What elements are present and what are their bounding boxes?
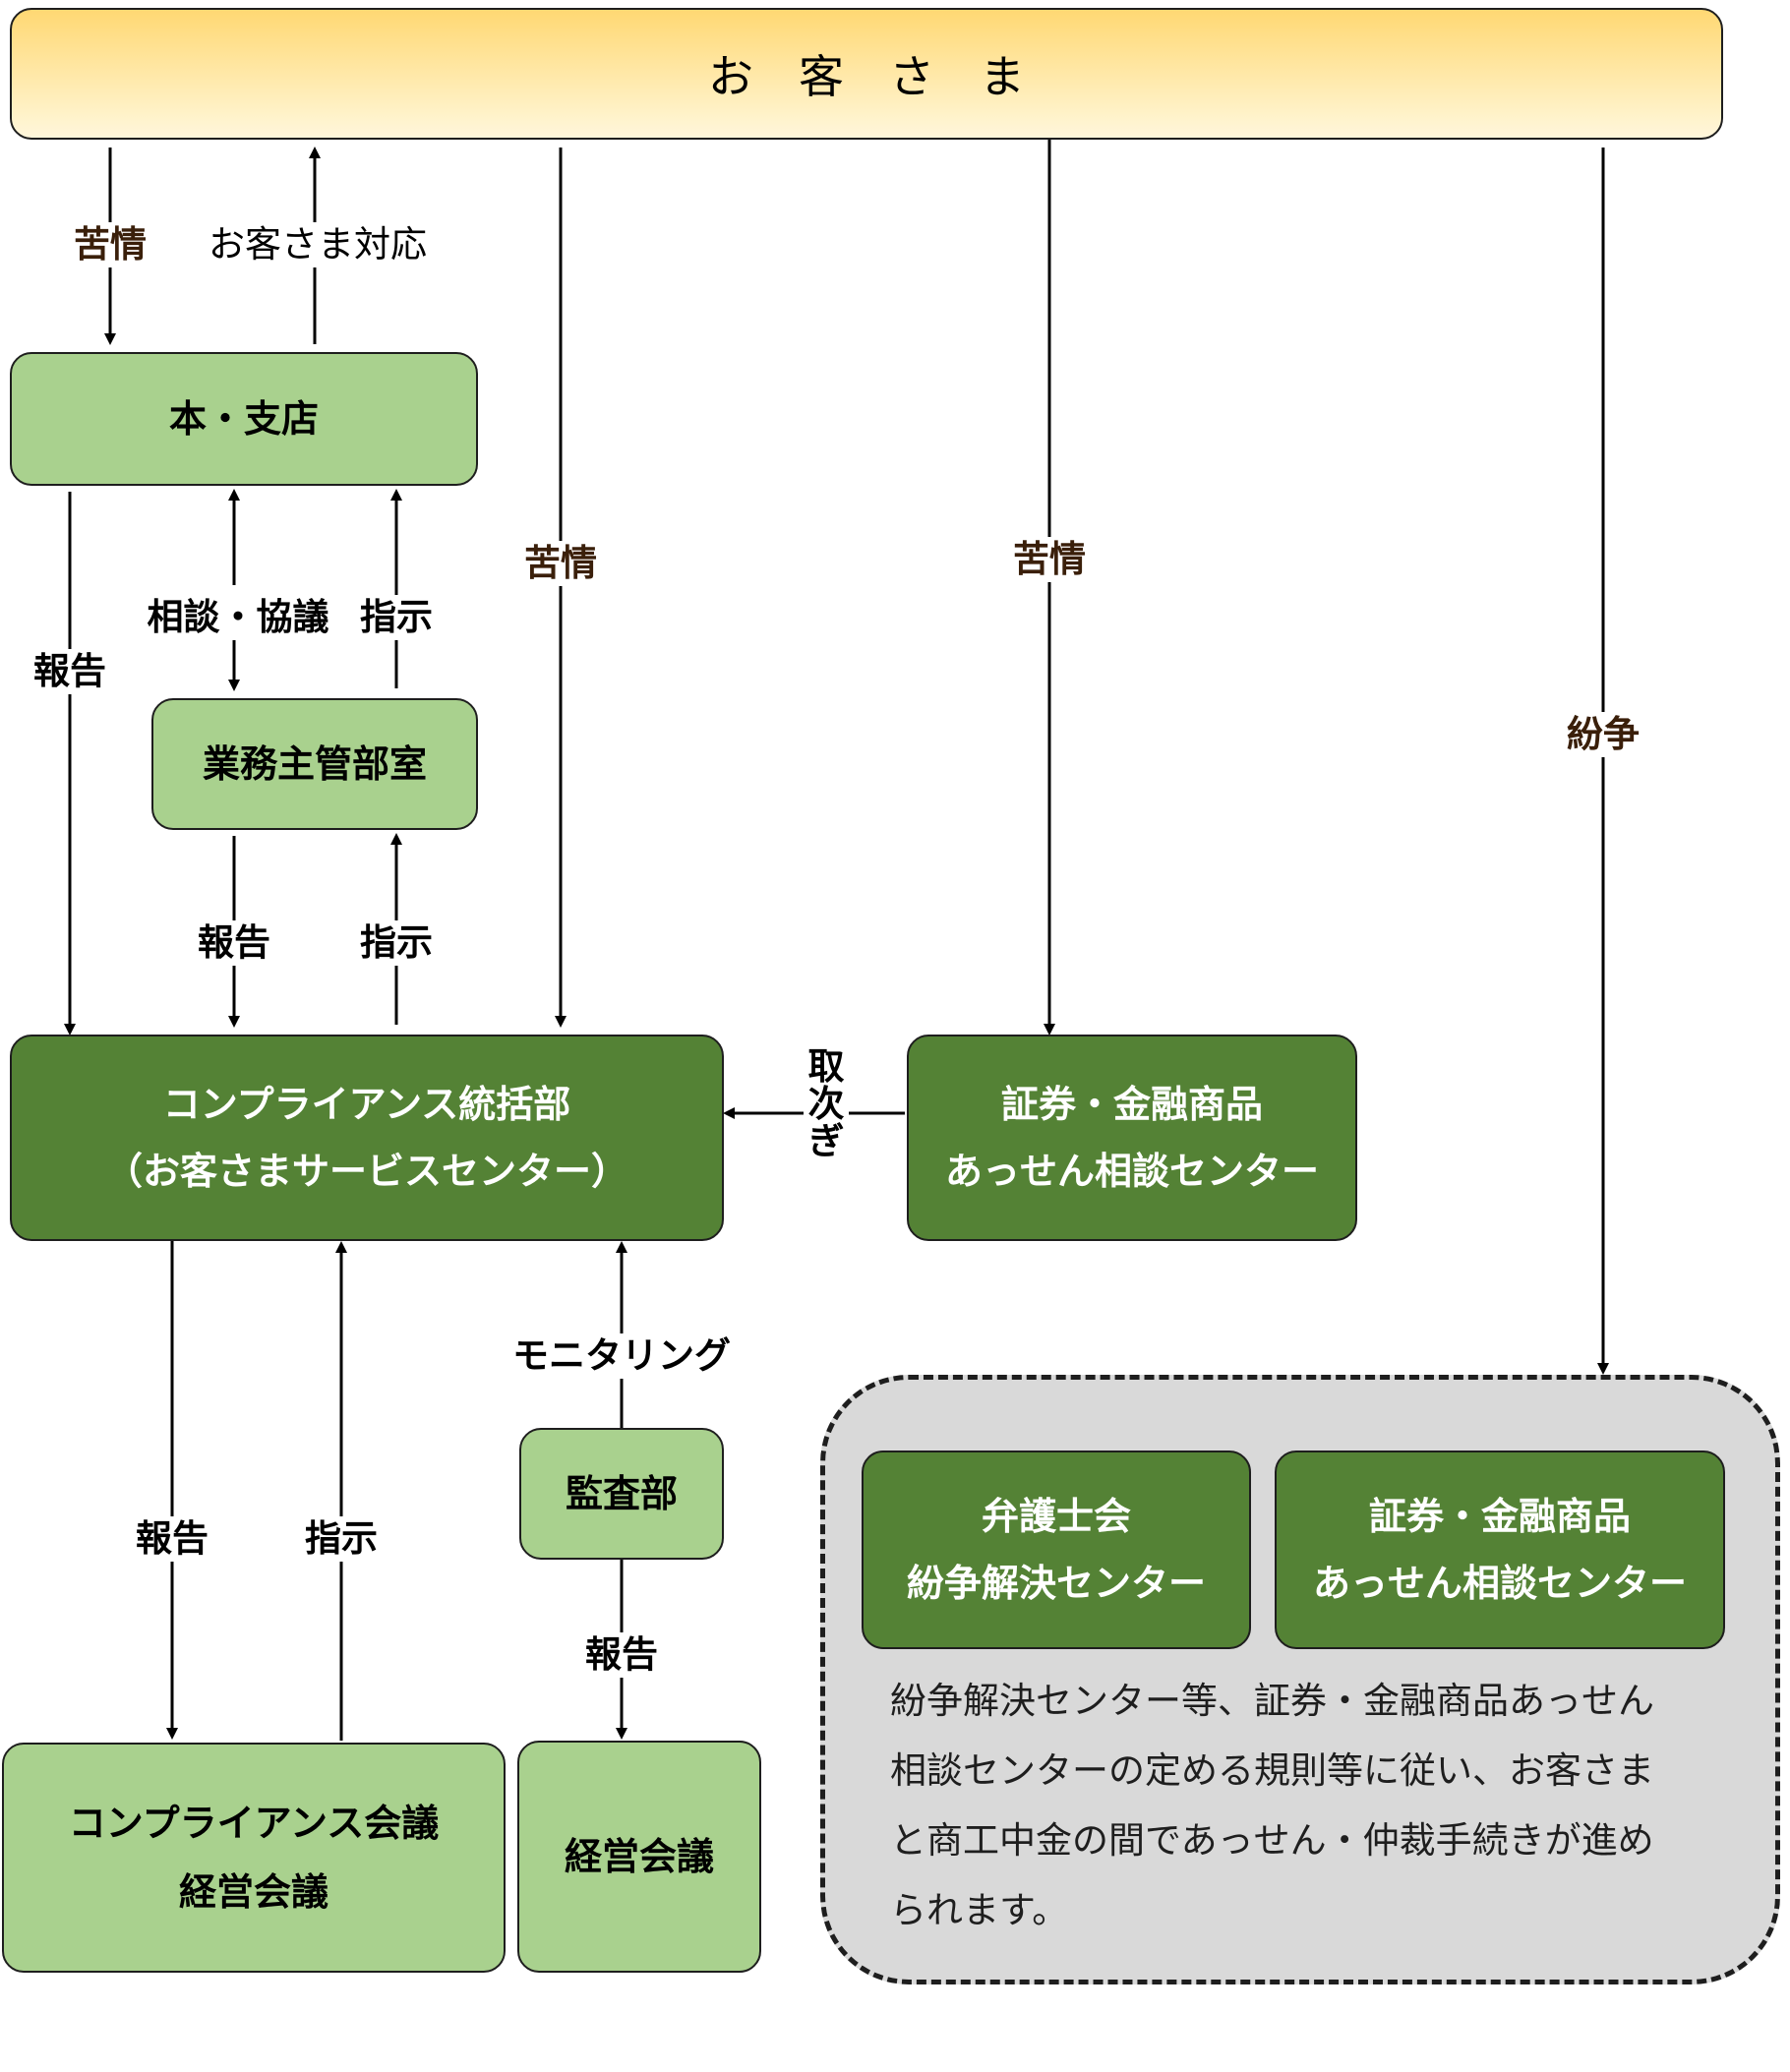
label-customer-response: お客さま対応 [195,222,441,267]
dispute-note: 紛争解決センター等、証券・金融商品あっせん 相談センターの定める規則等に従い、お… [890,1666,1756,1945]
bar-line1: 弁護士会 [981,1495,1131,1538]
audit-node: 監査部 [519,1428,724,1560]
label-complaint-finmac: 苦情 [1008,537,1091,582]
label-consult: 相談・協議 [134,595,342,640]
note-line: と商工中金の間であっせん・仲裁手続きが進め [890,1819,1654,1862]
finmac-node: 証券・金融商品 あっせん相談センター [907,1035,1357,1241]
label-forward: 取 次 ぎ [804,1048,849,1160]
label-complaint-branch: 苦情 [69,222,151,267]
branch-label: 本・支店 [168,397,319,441]
branch-node: 本・支店 [10,352,478,486]
label-dispute: 紛争 [1562,712,1644,757]
customer-node: お 客 さ ま [10,8,1723,140]
finmac2-node: 証券・金融商品 あっせん相談センター [1275,1450,1725,1649]
label-monitoring: モニタリング [498,1333,746,1379]
bar-association-node: 弁護士会 紛争解決センター [862,1450,1251,1649]
label-report-branch: 報告 [29,649,111,694]
label-report-audit: 報告 [580,1632,663,1678]
management-meeting-node: 経営会議 [517,1741,761,1973]
finmac-line2: あっせん相談センター [944,1150,1319,1193]
audit-label: 監査部 [565,1472,678,1515]
business-dept-node: 業務主管部室 [151,698,478,830]
customer-label: お 客 さ ま [708,50,1025,103]
finmac-line1: 証券・金融商品 [1000,1083,1263,1126]
label-instruct-meeting: 指示 [300,1516,383,1562]
management-meeting-label: 経営会議 [564,1835,714,1878]
compliance-hq-line1: コンプライアンス統括部 [162,1083,571,1126]
label-instruct-dept: 指示 [355,920,438,966]
compliance-meeting-line1: コンプライアンス会議 [68,1802,440,1845]
business-dept-label: 業務主管部室 [202,742,427,786]
compliance-meeting-node: コンプライアンス会議 経営会議 [2,1743,506,1973]
note-line: 紛争解決センター等、証券・金融商品あっせん [890,1680,1654,1722]
label-complaint-compliance: 苦情 [519,541,602,586]
compliance-meeting-line2: 経営会議 [178,1870,328,1914]
bar-line2: 紛争解決センター [906,1562,1206,1605]
label-report-meeting: 報告 [131,1516,213,1562]
compliance-hq-node: コンプライアンス統括部 （お客さまサービスセンター） [10,1035,724,1241]
note-line: られます。 [890,1889,1069,1931]
label-report-dept: 報告 [193,920,275,966]
finmac2-line2: あっせん相談センター [1312,1562,1687,1605]
note-line: 相談センターの定める規則等に従い、お客さま [890,1749,1654,1792]
compliance-hq-line2: （お客さまサービスセンター） [104,1150,628,1193]
label-instruct-branch: 指示 [355,595,438,640]
finmac2-line1: 証券・金融商品 [1368,1495,1631,1538]
